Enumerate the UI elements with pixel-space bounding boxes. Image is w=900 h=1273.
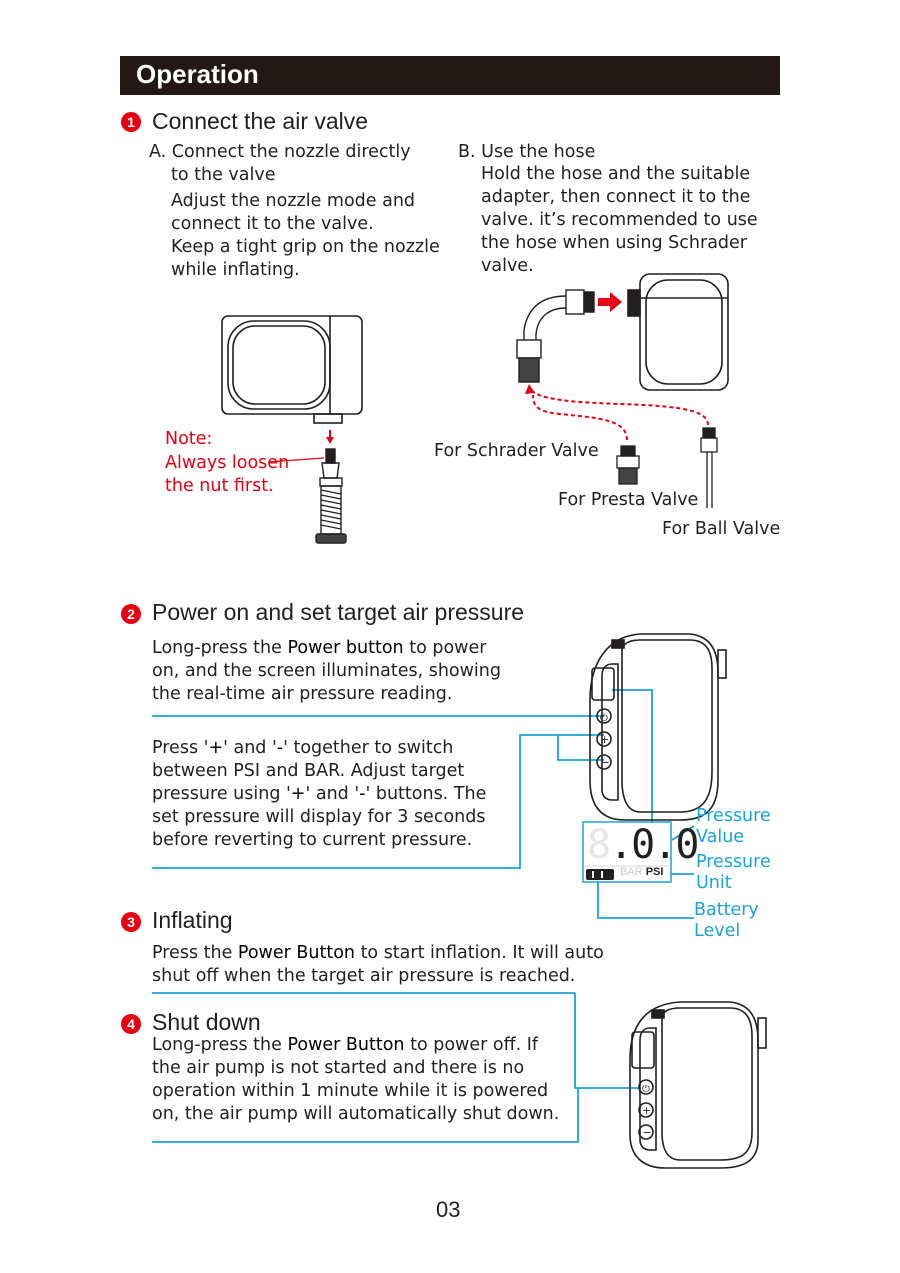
note-line: Always loosen <box>165 452 290 473</box>
note-line: the nut first. <box>165 476 274 496</box>
pressure-digits: 8.0.0 <box>587 822 699 868</box>
text-line: on, the air pump will automatically shut… <box>152 1104 560 1124</box>
text-line: valve. <box>481 256 534 276</box>
pump-device-4 <box>629 1001 767 1169</box>
text-line: operation within 1 minute while it is po… <box>152 1081 549 1101</box>
text-line: between PSI and BAR. Adjust target <box>152 761 465 781</box>
note-loosen-nut: Note: Always loosen the nut first. <box>165 428 289 499</box>
step-4-number: 4 <box>121 1014 141 1034</box>
label-presta-valve: For Presta Valve <box>558 490 699 510</box>
unit-psi: PSI <box>645 866 664 878</box>
pump-side-illustration <box>627 273 729 391</box>
pump-front-illustration <box>221 315 363 424</box>
presta-adapter-illustration <box>616 445 640 485</box>
unit-bar: BAR <box>620 866 643 878</box>
step-1-number: 1 <box>121 112 141 132</box>
down-arrow-icon <box>326 437 334 444</box>
step-1-title: Connect the air valve <box>152 108 369 134</box>
text-line: before reverting to current pressure. <box>152 830 473 850</box>
step-3-title: Inflating <box>152 907 233 933</box>
text-line: connect it to the valve. <box>171 214 374 234</box>
page-number: 03 <box>436 1197 461 1222</box>
text-line: Adjust the nozzle mode and <box>171 191 416 211</box>
right-arrow-icon <box>598 292 622 312</box>
text-line: shut off when the target air pressure is… <box>152 966 576 986</box>
callout-lines <box>152 689 695 1143</box>
power-button-keyword: Power Button <box>237 943 355 963</box>
plus-icon: + <box>600 733 609 746</box>
minus-icon: − <box>601 756 610 769</box>
text-line: while inflating. <box>171 260 300 280</box>
step-1b-body: Hold the hose and the suitable adapter, … <box>481 163 758 278</box>
valve-illustration <box>315 448 347 544</box>
plus-icon: + <box>642 1104 651 1117</box>
power-button-keyword: Power button <box>287 638 404 658</box>
text-line: valve. it’s recommended to use <box>481 210 758 230</box>
text-line: Press '+' and '-' together to switch <box>152 738 454 758</box>
step-3-paragraph: Press the Power Button to start inflatio… <box>152 942 604 988</box>
step-1b-heading: B. Use the hose <box>458 142 596 162</box>
step-1a-heading-line1: A. Connect the nozzle directly <box>149 142 411 162</box>
text-line: Press the Power Button to start inflatio… <box>152 943 604 963</box>
label-ball-valve: For Ball Valve <box>662 519 781 539</box>
label-pressure-unit: Pressure Unit <box>696 852 771 893</box>
step-2-adjust-paragraph: Press '+' and '-' together to switch bet… <box>152 737 486 852</box>
ball-needle-illustration <box>700 427 718 508</box>
step-4-title: Shut down <box>152 1009 261 1035</box>
step-2-power-paragraph: Long-press the Power button to power on,… <box>152 637 501 706</box>
lcd-display <box>582 821 672 883</box>
power-button-keyword: Power Button <box>287 1035 405 1055</box>
text-line: adapter, then connect it to the <box>481 187 751 207</box>
pump-device-2 <box>589 633 727 821</box>
power-icon: ⏻ <box>642 1084 650 1095</box>
text-line: on, and the screen illuminates, showing <box>152 661 501 681</box>
hose-illustration <box>516 289 595 383</box>
text-line: the hose when using Schrader <box>481 233 747 253</box>
section-title: Operation <box>136 59 259 89</box>
step-1a-heading-line2: to the valve <box>171 165 276 185</box>
section-header: Operation <box>120 56 780 95</box>
step-1a-body: Adjust the nozzle mode and connect it to… <box>171 190 440 282</box>
text-line: pressure using '+' and '-' buttons. The <box>152 784 487 804</box>
note-line: Note: <box>165 429 213 449</box>
step-2-title: Power on and set target air pressure <box>152 599 525 625</box>
dashed-route-presta <box>532 394 628 441</box>
minus-icon: − <box>643 1126 652 1139</box>
text-line: Long-press the Power button to power <box>152 638 487 658</box>
step-3-number: 3 <box>121 912 141 932</box>
text-line: Hold the hose and the suitable <box>481 164 751 184</box>
text-line: Keep a tight grip on the nozzle <box>171 237 440 257</box>
text-line: set pressure will display for 3 seconds <box>152 807 486 827</box>
label-schrader-valve: For Schrader Valve <box>434 441 599 461</box>
step-2-number: 2 <box>121 604 141 624</box>
step-4-paragraph: Long-press the Power Button to power off… <box>152 1034 559 1126</box>
label-battery-level: Battery Level <box>694 900 759 941</box>
unit-readout: BAR PSI <box>620 866 663 878</box>
text-line: Long-press the Power Button to power off… <box>152 1035 539 1055</box>
power-icon: ⏻ <box>600 713 608 724</box>
text-line: the air pump is not started and there is… <box>152 1058 525 1078</box>
text-line: the real-time air pressure reading. <box>152 684 453 704</box>
label-pressure-value: Pressure Value <box>696 806 771 847</box>
